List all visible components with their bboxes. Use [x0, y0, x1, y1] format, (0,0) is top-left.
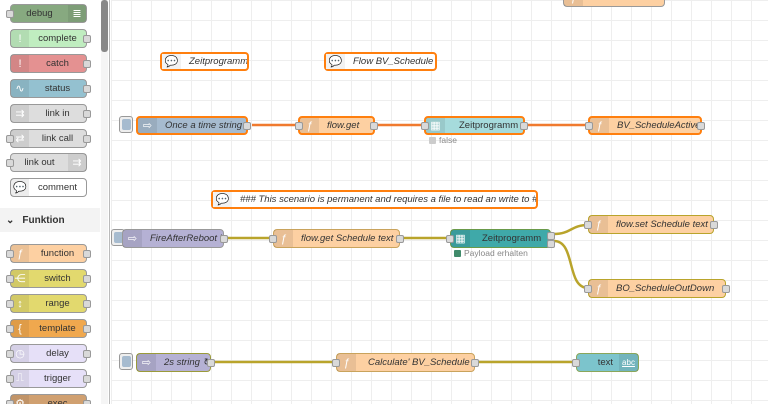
palette-node-template[interactable]: {template	[6, 319, 91, 338]
abc-icon: abc	[619, 354, 638, 371]
partial-function-node[interactable]: ƒ	[563, 0, 665, 7]
palette-node-comment[interactable]: 💬comment	[10, 178, 87, 197]
comment-flow-bv-schedule[interactable]: 💬Flow BV_Schedule	[324, 52, 437, 71]
node-palette: debug≣ !complete !catch ∿status ⇉link in…	[0, 0, 110, 404]
exclamation-icon: !	[11, 30, 29, 47]
palette-node-catch[interactable]: !catch	[10, 54, 91, 73]
palette-node-switch[interactable]: ⋲switch	[6, 269, 91, 288]
gear-icon: ⚙	[11, 395, 29, 404]
palette-node-exec[interactable]: ⚙exec	[6, 394, 91, 404]
inject-trigger-button[interactable]	[119, 116, 133, 133]
ui-zeitprogramm-1[interactable]: ▦Zeitprogramm	[421, 116, 528, 135]
inject-once-a-time-string[interactable]: ⇨Once a time string '	[136, 116, 251, 135]
comment-icon: 💬	[11, 179, 29, 196]
palette-node-link-in[interactable]: ⇉link in	[10, 104, 91, 123]
function-icon: ƒ	[590, 118, 609, 133]
calendar-icon: ▦	[426, 118, 445, 133]
inject-trigger-button[interactable]	[119, 353, 133, 370]
inject-2s-string[interactable]: ⇨2s string ↻	[136, 353, 215, 372]
link-call-icon: ⇄	[11, 130, 29, 147]
palette-node-delay[interactable]: ◷delay	[6, 344, 91, 363]
function-icon: ƒ	[564, 0, 583, 6]
switch-icon: ⋲	[11, 270, 29, 287]
palette-scrollbar-thumb[interactable]	[101, 0, 108, 52]
comment-scenario[interactable]: 💬### This scenario is permanent and requ…	[211, 190, 538, 209]
palette-scrollbar[interactable]	[101, 0, 108, 404]
list-icon: ≣	[68, 5, 86, 22]
function-icon: ƒ	[589, 280, 608, 297]
function-icon: ƒ	[300, 118, 319, 133]
link-in-icon: ⇉	[11, 105, 29, 122]
chevron-down-icon: ⌄	[6, 214, 15, 226]
palette-node-trigger[interactable]: ⎍trigger	[6, 369, 91, 388]
arrow-right-icon: ⇨	[123, 230, 142, 247]
pulse-icon: ∿	[11, 80, 29, 97]
node-status: false	[429, 135, 457, 145]
palette-node-link-call[interactable]: ⇄link call	[6, 129, 91, 148]
palette-node-range[interactable]: ↕range	[6, 294, 91, 313]
wire	[553, 239, 589, 290]
arrow-right-icon: ⇨	[137, 354, 156, 371]
comment-zeitprogramm[interactable]: 💬Zeitprogramm	[160, 52, 249, 71]
wires	[214, 123, 589, 364]
arrow-right-icon: ⇨	[138, 118, 157, 133]
palette-node-link-out[interactable]: link out⇉	[6, 153, 87, 172]
timer-icon: ◷	[11, 345, 29, 362]
template-icon: {	[11, 320, 29, 337]
inject-fireafterreboot[interactable]: ⇨FireAfterReboot '	[122, 229, 228, 248]
category-funktion[interactable]: ⌄Funktion	[0, 208, 100, 232]
trigger-icon: ⎍	[11, 370, 29, 387]
function-icon: ƒ	[589, 216, 608, 233]
palette-node-complete[interactable]: !complete	[10, 29, 91, 48]
comment-icon: 💬	[213, 192, 232, 207]
inject-trigger-button[interactable]	[111, 229, 125, 246]
range-icon: ↕	[11, 295, 29, 312]
ui-zeitprogramm-2[interactable]: ▦Zeitprogramm	[446, 229, 555, 248]
palette-node-debug[interactable]: debug≣	[6, 4, 87, 23]
function-icon: ƒ	[337, 354, 356, 371]
flow-canvas[interactable]: ƒ 💬Zeitprogramm 💬Flow BV_Schedule ⇨Once …	[111, 0, 768, 404]
node-status: Payload erhalten	[454, 248, 528, 258]
function-icon: ƒ	[274, 230, 293, 247]
wire	[553, 223, 589, 236]
function-icon: ƒ	[11, 245, 29, 262]
comment-icon: 💬	[326, 54, 345, 69]
comment-icon: 💬	[162, 54, 181, 69]
calendar-icon: ▦	[451, 230, 470, 247]
exclamation-icon: !	[11, 55, 29, 72]
palette-node-status[interactable]: ∿status	[10, 79, 91, 98]
link-out-icon: ⇉	[68, 154, 86, 171]
